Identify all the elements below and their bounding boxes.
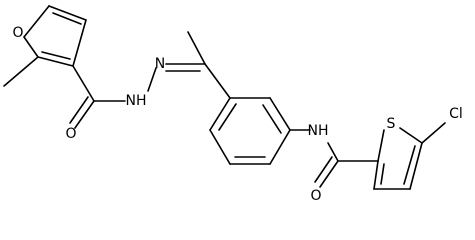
bond-thiophene-cl: [421, 122, 446, 144]
bond-thiophene-c5-c4-double: [403, 145, 416, 185]
atom-hydrazone-nitrogen: N: [155, 56, 165, 72]
atom-labels: O O NH N NH O S Cl: [12, 25, 462, 204]
bond-thiophene-s-c5: [399, 127, 423, 144]
bond-thiophene-c3-c2: [373, 160, 379, 190]
chemical-structure-diagram: O O NH N NH O S Cl: [3, 5, 463, 204]
bond-benzene-2-double: [262, 104, 282, 134]
atom-chlorine: Cl: [449, 106, 463, 122]
bond-furan-c2-o: [23, 36, 39, 58]
atom-carbonyl-oxygen-2: O: [310, 188, 321, 204]
bond-amide-c-o-double: [314, 156, 333, 183]
atom-furan-oxygen: O: [12, 25, 23, 41]
bond-furan-o-c5: [23, 5, 50, 38]
bond-thiophene-c3-c2-double: [380, 163, 385, 185]
bond-furan-methyl: [3, 56, 39, 87]
bond-thiophene-c2-s: [377, 129, 385, 162]
bond-thiophene-c5-c4: [409, 142, 423, 190]
atom-amide-nh: NH: [308, 123, 329, 139]
bond-furan-c4-c3: [72, 19, 87, 67]
bond-lines: [3, 5, 446, 190]
bond-carbonyl1-o: [74, 100, 95, 129]
bond-furan-c5-c4-double: [52, 12, 82, 25]
bond-furan-carbonyl: [72, 65, 95, 102]
bond-furan-c3-c2-double: [41, 51, 71, 60]
bond-furan-c3-c2: [37, 56, 74, 67]
bond-amide-c-o: [319, 160, 339, 188]
atom-carbonyl-oxygen-1: O: [65, 126, 76, 142]
bond-hydrazone-benzene: [204, 63, 231, 99]
bond-benzene-2: [269, 97, 291, 131]
bond-benzene-6: [209, 97, 231, 131]
atom-hydrazone-nh: NH: [126, 93, 147, 109]
bond-furan-c5-c4: [48, 5, 87, 21]
bond-benzene-6-double: [218, 103, 237, 131]
bond-hydrazone-methyl: [187, 31, 206, 65]
bond-carbonyl1-o-double: [69, 96, 89, 124]
atom-thiophene-sulfur: S: [387, 116, 396, 132]
bond-nh-amide-c: [327, 142, 339, 162]
bond-benzene-3: [269, 129, 291, 165]
bond-benzene-5: [209, 129, 231, 165]
bond-nh-n: [147, 67, 157, 92]
